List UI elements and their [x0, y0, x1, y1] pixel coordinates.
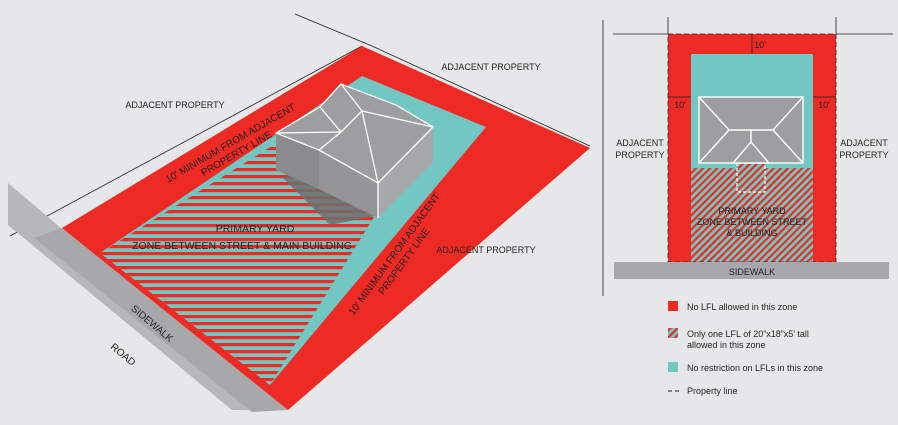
adjacent-property-top-label: ADJACENT PROPERTY [441, 62, 540, 72]
plan-adjacent-right-line1: ADJACENT [840, 138, 888, 148]
legend-item-no-lfl: No LFL allowed in this zone [668, 301, 797, 312]
teal-square-icon [668, 362, 678, 372]
plan-house-projection [736, 162, 766, 193]
hatched-square-icon [668, 328, 678, 338]
legend-item-no-restriction: No restriction on LFLs in this zone [668, 362, 823, 373]
red-square-icon [668, 301, 678, 311]
legend-label-one-lfl-line2: allowed in this zone [687, 340, 766, 350]
legend-label-property-line: Property line [687, 386, 738, 396]
plan-adjacent-right-line2: PROPERTY [839, 150, 888, 160]
legend-label-no-restriction: No restriction on LFLs in this zone [687, 363, 823, 373]
plan-sidewalk-label: SIDEWALK [729, 267, 775, 277]
legend-item-property-line: Property line [668, 386, 738, 396]
adjacent-property-right-label: ADJACENT PROPERTY [436, 245, 535, 255]
legend-label-no-lfl: No LFL allowed in this zone [687, 302, 797, 312]
property-line-left [9, 45, 363, 237]
plan-adjacent-left-line2: PROPERTY [615, 150, 664, 160]
road-label: ROAD [108, 342, 137, 369]
plan-sidewalk [614, 262, 889, 279]
plan-primary-yard-line3: & BUILDING [726, 228, 777, 238]
plan-setback-right-label: 10' [818, 100, 830, 110]
legend: No LFL allowed in this zone Only one LFL… [668, 301, 823, 396]
house [274, 83, 435, 218]
plan-house [698, 96, 804, 193]
property-line-back [294, 13, 373, 47]
legend-item-one-lfl: Only one LFL of 20”x18”x5’ tall allowed … [668, 328, 809, 350]
primary-yard-subtitle: ZONE BETWEEN STREET & MAIN BUILDING [132, 240, 352, 252]
plan-adjacent-left-line1: ADJACENT [616, 138, 664, 148]
plan-setback-left-label: 10' [674, 100, 686, 110]
primary-yard-title: PRIMARY YARD [216, 223, 295, 235]
plan-setback-top-label: 10' [754, 40, 766, 50]
plan-primary-yard-line2: ZONE BETWEEN STREET [697, 217, 808, 227]
plan-view: 10' 10' 10' SIDEWALK ADJACENT PROPERTY A… [613, 17, 893, 279]
sidewalk [34, 228, 288, 412]
legend-label-one-lfl-line1: Only one LFL of 20”x18”x5’ tall [687, 329, 809, 339]
adjacent-property-left-label: ADJACENT PROPERTY [125, 100, 224, 110]
property-line-right [371, 45, 591, 147]
plan-primary-yard-line1: PRIMARY YARD [718, 206, 786, 216]
perspective-view: ADJACENT PROPERTY ADJACENT PROPERTY ADJA… [8, 13, 591, 412]
